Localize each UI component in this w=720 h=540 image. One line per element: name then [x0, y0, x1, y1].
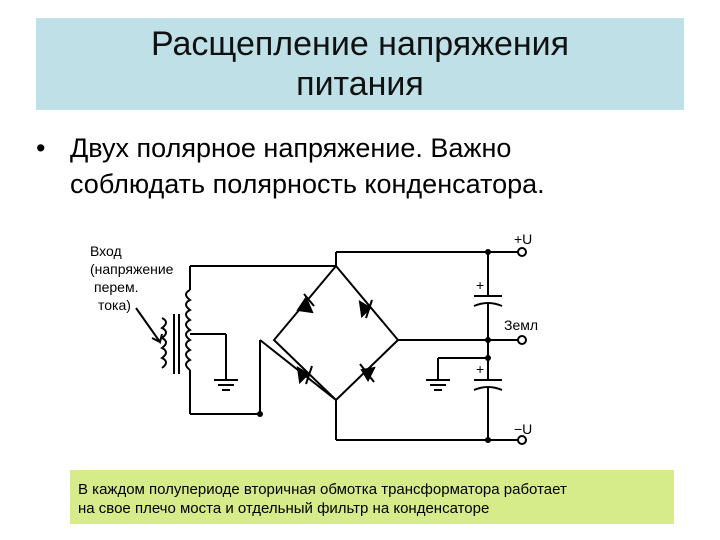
- slide-title-line-1: Расщепление напряжения: [150, 25, 570, 63]
- diode-top-right: [358, 300, 372, 319]
- caption-box: В каждом полупериоде вторичная обмотка т…: [70, 470, 674, 524]
- junction-dot: [485, 249, 491, 255]
- terminal-positive: [517, 247, 527, 257]
- bullet-marker: •: [36, 133, 46, 163]
- slide-title-box: Расщепление напряжения питания: [36, 18, 684, 110]
- label-ground: Земл: [504, 317, 538, 333]
- bridge-diamond: [272, 264, 400, 402]
- primary-coil: [160, 317, 167, 369]
- input-arrow: [135, 307, 163, 345]
- caption-line-2: на свое плечо моста и отдельный фильтр н…: [78, 500, 490, 517]
- slide-title-line-2: питания: [296, 65, 424, 103]
- bullet-text-line-2: соблюдать полярность конденсатора.: [70, 169, 545, 199]
- label-minus-u: −U: [514, 421, 532, 437]
- bullet-point: • Двух полярное напряжение. Важно соблюд…: [36, 130, 676, 202]
- bridge-rectifier-schematic: Вход (напряжение перем. тока) +U −U Земл…: [90, 231, 538, 445]
- input-label-line-4: тока): [98, 297, 131, 313]
- bullet-text-line-1: Двух полярное напряжение. Важно: [70, 133, 512, 163]
- junction-dot: [485, 337, 491, 343]
- diode-bottom-left: [296, 366, 310, 385]
- input-label-line-1: Вход: [90, 243, 122, 259]
- cap-top-plus: +: [476, 277, 484, 293]
- terminal-ground: [517, 335, 527, 345]
- terminal-negative: [517, 435, 527, 445]
- junction-dot: [485, 437, 491, 443]
- top-capacitor-plate-2: [473, 302, 503, 307]
- input-label-line-2: (напряжение: [90, 261, 174, 277]
- caption-line-1: В каждом полупериоде вторичная обмотка т…: [78, 481, 567, 498]
- bottom-capacitor-plate-2: [473, 386, 503, 391]
- label-plus-u: +U: [514, 231, 532, 247]
- diode-top-left: [296, 295, 314, 314]
- secondary-coil: [185, 289, 192, 371]
- junction-dot: [257, 411, 263, 417]
- cap-bottom-plus: +: [476, 361, 484, 377]
- input-label-line-3: перем.: [94, 279, 138, 295]
- junction-dot: [485, 355, 491, 361]
